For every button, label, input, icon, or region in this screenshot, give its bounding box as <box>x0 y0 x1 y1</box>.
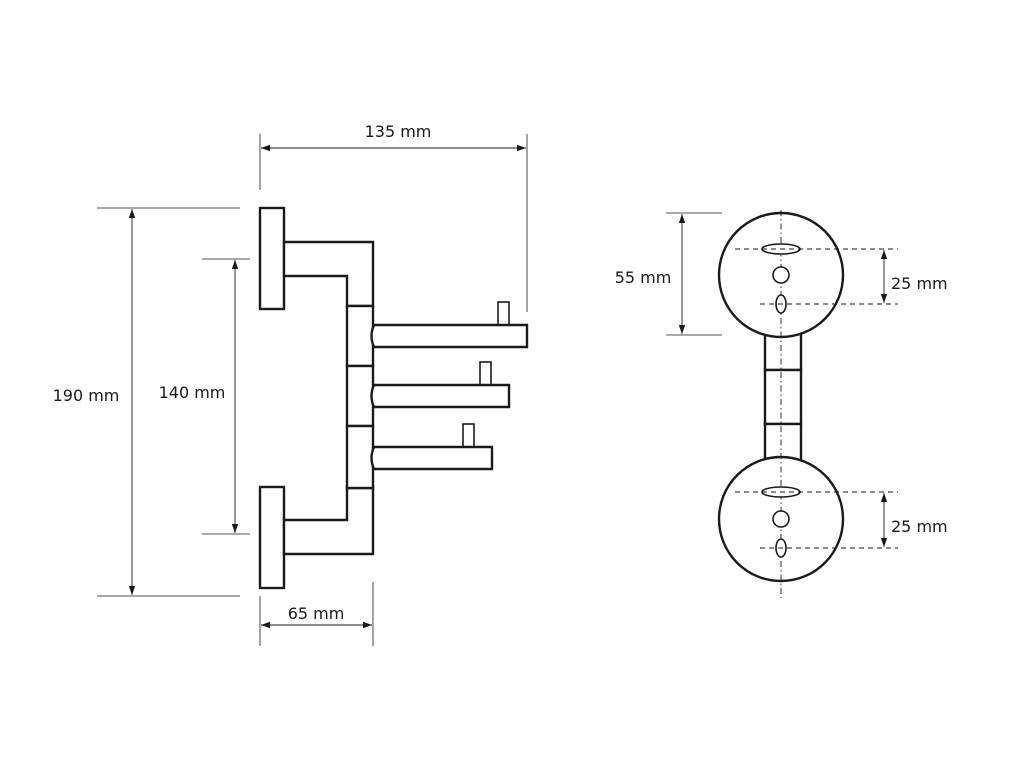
mounting-hole <box>772 266 790 284</box>
pivot-column-segment <box>345 304 375 368</box>
bottom-wall-plate <box>258 485 286 590</box>
top-rosette-holes <box>735 243 898 314</box>
swivel-hook-arm-3 <box>370 423 494 471</box>
side-view: 135 mm 190 mm 140 mm 65 mm <box>53 122 529 646</box>
dimension-25-top: 25 mm <box>880 250 948 303</box>
dimension-190: 190 mm <box>53 207 240 597</box>
dimension-65: 65 mm <box>259 582 374 646</box>
dimension-label-projection: 65 mm <box>288 604 345 623</box>
hook-peg <box>497 301 510 326</box>
pivot-column-segment <box>345 424 375 490</box>
front-view: 55 mm 25 mm 25 mm <box>615 210 948 598</box>
bottom-rosette-holes <box>735 486 898 558</box>
top-wall-plate <box>258 206 286 311</box>
dimension-label-width: 135 mm <box>365 122 432 141</box>
hook-peg <box>462 423 475 448</box>
swivel-hook-arm-1 <box>370 301 529 349</box>
mounting-hole <box>772 510 790 528</box>
dimension-55: 55 mm <box>615 212 722 336</box>
hook-peg <box>479 361 492 386</box>
dimension-25-bottom: 25 mm <box>880 493 948 547</box>
top-support-arm <box>282 240 375 308</box>
dimension-label-diameter: 55 mm <box>615 268 672 287</box>
dimension-label-height: 190 mm <box>53 386 120 405</box>
dimension-135: 135 mm <box>259 122 528 312</box>
pivot-column-segment <box>345 364 375 428</box>
dimension-140: 140 mm <box>159 258 250 535</box>
dimension-label-hole-spacing-bottom: 25 mm <box>891 517 948 536</box>
front-column-segment <box>763 368 803 426</box>
dimension-label-spacing: 140 mm <box>159 383 226 402</box>
swivel-hook-arm-2 <box>370 361 511 409</box>
dimension-label-hole-spacing-top: 25 mm <box>891 274 948 293</box>
bottom-support-arm <box>282 486 375 556</box>
